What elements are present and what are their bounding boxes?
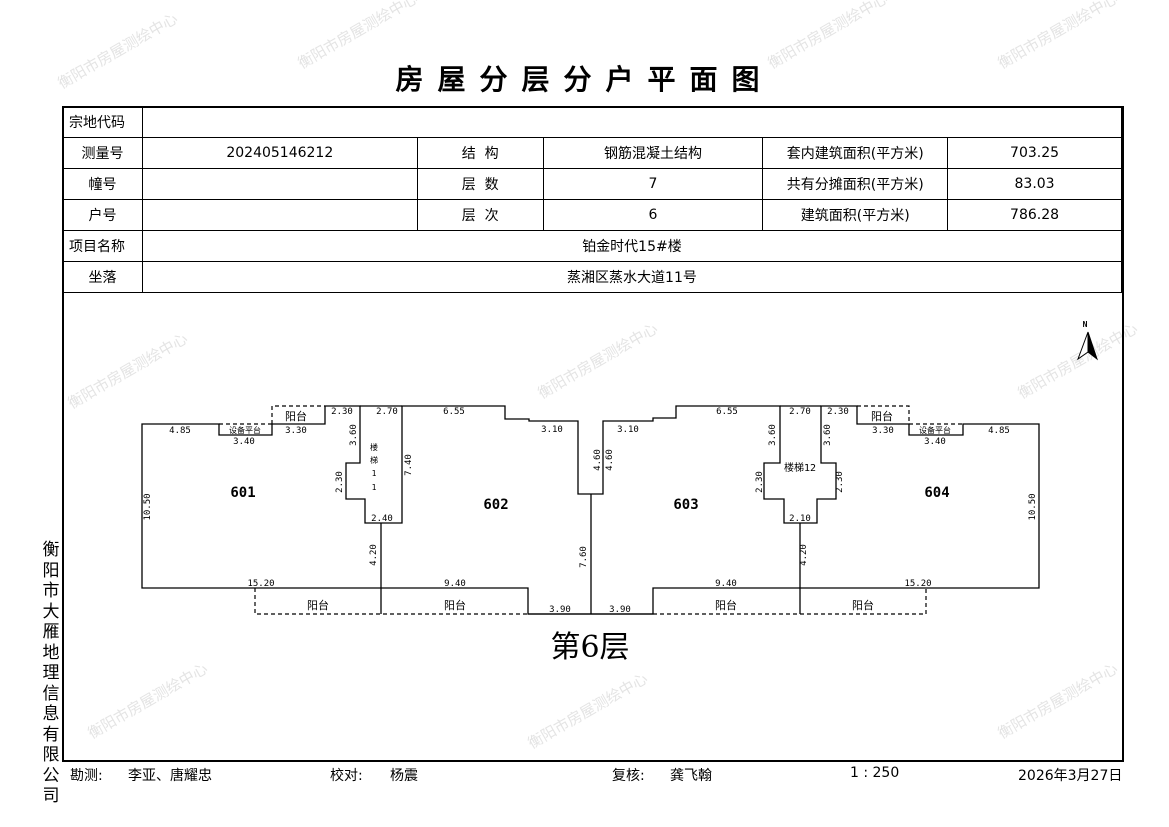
- value: 83.03: [947, 168, 1122, 200]
- label: 坐落: [62, 261, 143, 293]
- stair-label: 1: [372, 469, 377, 478]
- value: 蒸湘区蒸水大道11号: [141, 261, 1123, 293]
- dimension-label: 9.40: [715, 579, 737, 589]
- balcony-label: 阳台: [852, 598, 874, 612]
- dimension-label: 4.60: [593, 449, 603, 471]
- page-title: 房屋分层分户平面图: [395, 63, 774, 96]
- dimension-label: 6.55: [716, 407, 738, 417]
- dimension-label: 4.20: [799, 544, 809, 566]
- north-label: N: [1083, 320, 1088, 329]
- unit-label: 604: [924, 485, 949, 501]
- stair-label: 楼: [370, 442, 378, 452]
- checker: 杨震: [390, 768, 418, 784]
- dimension-label: 4.85: [169, 426, 191, 436]
- value: [141, 199, 418, 231]
- dimension-label: 3.60: [823, 424, 833, 446]
- dimension-label: 3.90: [609, 605, 631, 615]
- balcony-label: 阳台: [444, 598, 466, 612]
- scale: 1 : 250: [850, 765, 900, 781]
- label: 建筑面积(平方米): [762, 199, 949, 231]
- label: 层 数: [416, 168, 544, 200]
- label: 套内建筑面积(平方米): [762, 137, 949, 169]
- wall-602-603: [528, 494, 653, 615]
- dimension-label: 10.50: [143, 493, 153, 520]
- dimension-label: 9.40: [444, 579, 466, 589]
- reviewer-label: 复核:: [612, 768, 645, 784]
- reviewer: 龚飞翰: [670, 768, 712, 784]
- balcony-top-left: [219, 405, 325, 425]
- outline-left: [141, 405, 1040, 615]
- dimension-label: 4.60: [605, 449, 615, 471]
- equipment-label: 设备平台: [229, 425, 261, 435]
- dimension-label: 2.40: [371, 514, 393, 524]
- dimension-label: 2.70: [789, 407, 811, 417]
- dimension-label: 3.40: [924, 437, 946, 447]
- dimension-label: 3.10: [541, 425, 563, 435]
- dimension-label: 3.30: [285, 426, 307, 436]
- surveyor-label: 勘测:: [70, 768, 103, 784]
- balcony-bottom-right: [653, 588, 927, 615]
- date: 2026年3月27日: [1018, 768, 1123, 784]
- dimension-label: 15.20: [247, 579, 274, 589]
- company-name: 衡阳市大雁地理信息有限公司: [42, 540, 60, 806]
- dimension-label: 2.10: [789, 514, 811, 524]
- dimension-label: 2.30: [335, 471, 345, 493]
- surveyor: 李亚、唐耀忠: [128, 768, 212, 784]
- dimension-label: 15.20: [904, 579, 931, 589]
- floor-caption: 第6层: [550, 630, 629, 665]
- dimension-label: 6.55: [443, 407, 465, 417]
- dimension-label: 10.50: [1028, 493, 1038, 520]
- dimension-label: 3.60: [768, 424, 778, 446]
- dimension-label: 2.70: [376, 407, 398, 417]
- dimension-label: 3.60: [349, 424, 359, 446]
- dimension-label: 4.20: [369, 544, 379, 566]
- label: 层 次: [416, 199, 544, 231]
- balcony-label: 阳台: [307, 598, 329, 612]
- balcony-bottom-left: [254, 588, 528, 615]
- unit-label: 603: [673, 497, 698, 513]
- dimension-label: 7.60: [579, 546, 589, 568]
- balcony-label: 阳台: [871, 409, 893, 423]
- stair-label: 楼梯12: [784, 461, 816, 474]
- balcony-label: 阳台: [285, 409, 307, 423]
- drawing-frame: [62, 106, 1124, 762]
- dimension-label: 3.90: [549, 605, 571, 615]
- label: 幢号: [62, 168, 143, 200]
- dimension-label: 3.40: [233, 437, 255, 447]
- unit-label: 601: [230, 485, 255, 501]
- label: 宗地代码: [62, 106, 143, 138]
- dimension-label: 3.30: [872, 426, 894, 436]
- dimension-label: 3.10: [617, 425, 639, 435]
- stair-label: 1: [372, 483, 377, 492]
- value: 铂金时代15#楼: [141, 230, 1123, 262]
- north-arrow-icon: [1076, 331, 1098, 361]
- unit-label: 602: [483, 497, 508, 513]
- dimension-label: 7.40: [404, 454, 414, 476]
- dimension-label: 2.30: [835, 471, 845, 493]
- balcony-label: 阳台: [715, 598, 737, 612]
- dimension-label: 2.30: [331, 407, 353, 417]
- balcony-top-right: [857, 405, 963, 425]
- dimension-label: 2.30: [827, 407, 849, 417]
- dimension-label: 2.30: [755, 471, 765, 493]
- equipment-label: 设备平台: [919, 425, 951, 435]
- checker-label: 校对:: [330, 768, 363, 784]
- value: 7: [542, 168, 764, 200]
- dimension-label: 4.85: [988, 426, 1010, 436]
- value: 钢筋混凝土结构: [542, 137, 764, 169]
- stair-label: 梯: [370, 455, 378, 465]
- value: [141, 168, 418, 200]
